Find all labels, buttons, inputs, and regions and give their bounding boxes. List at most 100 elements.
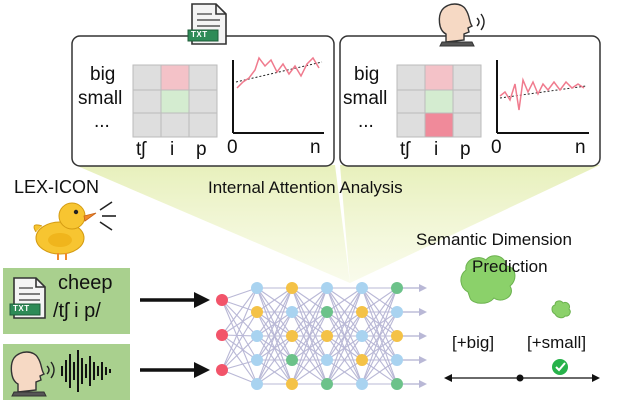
network-output-arrowhead xyxy=(419,284,427,292)
network-node xyxy=(251,354,263,366)
network-edge xyxy=(221,359,258,371)
network-edge xyxy=(221,311,258,336)
network-edge xyxy=(361,287,398,337)
duck-icon xyxy=(33,202,97,260)
attention-heatmap-left xyxy=(132,64,218,138)
network-node xyxy=(251,330,263,342)
right-row-label-ellipsis: ... xyxy=(358,111,374,132)
network-node xyxy=(391,282,403,294)
network-node xyxy=(391,330,403,342)
network-edge xyxy=(326,335,363,385)
network-edge xyxy=(221,287,258,371)
network-edge xyxy=(326,287,363,361)
network-edge xyxy=(221,334,258,385)
network-edge xyxy=(361,287,398,361)
left-col-label-3: p xyxy=(196,139,207,160)
network-node xyxy=(321,354,333,366)
neural-network xyxy=(216,282,427,390)
attention-line-chart-right xyxy=(496,60,589,134)
network-edge xyxy=(326,287,363,385)
left-x-end: n xyxy=(310,137,321,158)
txt-file-icon xyxy=(187,3,227,45)
network-edge xyxy=(361,311,398,385)
network-edge xyxy=(256,287,293,337)
right-x-end: n xyxy=(575,137,586,158)
network-node xyxy=(216,364,228,376)
network-edge xyxy=(361,359,398,385)
small-label: [+small] xyxy=(527,333,587,352)
left-row-label-small: small xyxy=(78,88,123,109)
lex-icon-label: LEX-ICON xyxy=(14,177,100,197)
network-edge xyxy=(221,311,258,371)
txt-icon-label: TXT xyxy=(191,30,208,39)
network-node xyxy=(286,306,298,318)
input-txt-file-icon xyxy=(9,277,46,319)
network-edge xyxy=(361,287,398,313)
network-node xyxy=(356,282,368,294)
right-x-start: 0 xyxy=(491,137,502,158)
network-edge xyxy=(291,287,328,385)
network-edge xyxy=(291,335,328,385)
network-output-arrowhead xyxy=(419,308,427,316)
network-node xyxy=(391,306,403,318)
network-edge xyxy=(256,287,293,385)
network-node xyxy=(286,330,298,342)
right-col-label-2: i xyxy=(434,139,439,160)
left-col-label-2: i xyxy=(170,139,175,160)
attention-beam-left xyxy=(75,165,350,283)
network-edge xyxy=(361,287,398,385)
network-node xyxy=(216,294,228,306)
network-output-arrowhead xyxy=(419,356,427,364)
network-edge xyxy=(256,311,293,385)
right-col-label-1: tʃ xyxy=(400,139,410,160)
network-edge xyxy=(291,287,328,361)
network-edge xyxy=(256,287,293,361)
big-blob-icon xyxy=(460,255,516,304)
network-edge xyxy=(256,287,293,313)
network-node xyxy=(286,354,298,366)
input-arrow-text xyxy=(140,292,210,308)
network-edge xyxy=(326,359,363,385)
network-node xyxy=(356,306,368,318)
input-txt-icon-label: TXT xyxy=(13,304,30,313)
right-row-label-big: big xyxy=(354,64,380,85)
network-node xyxy=(356,354,368,366)
network-output-arrowhead xyxy=(419,380,427,388)
check-circle-icon xyxy=(552,359,568,375)
left-row-label-big: big xyxy=(90,64,116,85)
left-row-label-ellipsis: ... xyxy=(94,111,110,132)
big-label: [+big] xyxy=(452,333,495,352)
semantic-scale-axis xyxy=(444,374,600,382)
speaking-head-icon xyxy=(438,3,485,47)
network-node xyxy=(216,329,228,341)
right-col-label-3: p xyxy=(460,139,471,160)
network-edge xyxy=(256,359,293,385)
network-edge xyxy=(361,335,398,385)
network-node xyxy=(391,378,403,390)
network-node xyxy=(356,378,368,390)
input-speaking-head-icon xyxy=(10,351,55,397)
network-edge xyxy=(291,359,328,385)
prediction-title-line1: Semantic Dimension xyxy=(416,230,572,249)
network-node xyxy=(321,378,333,390)
network-edge xyxy=(256,335,293,385)
input-ipa: /tʃ i p/ xyxy=(53,300,101,322)
prediction-title-line2: Prediction xyxy=(472,257,548,276)
network-edge xyxy=(291,311,328,385)
network-edge xyxy=(221,369,258,385)
network-node xyxy=(356,330,368,342)
network-node xyxy=(286,378,298,390)
attention-beam-right xyxy=(340,165,600,283)
attention-line-chart-left xyxy=(232,56,324,134)
small-blob-icon xyxy=(551,300,571,319)
network-output-arrowhead xyxy=(419,332,427,340)
network-node xyxy=(251,378,263,390)
network-edge xyxy=(326,311,363,385)
network-node xyxy=(321,330,333,342)
left-col-label-1: tʃ xyxy=(136,139,146,160)
right-row-label-small: small xyxy=(343,88,388,109)
attention-heatmap-right xyxy=(396,64,482,138)
network-edge xyxy=(221,287,258,336)
network-edge xyxy=(291,287,328,337)
